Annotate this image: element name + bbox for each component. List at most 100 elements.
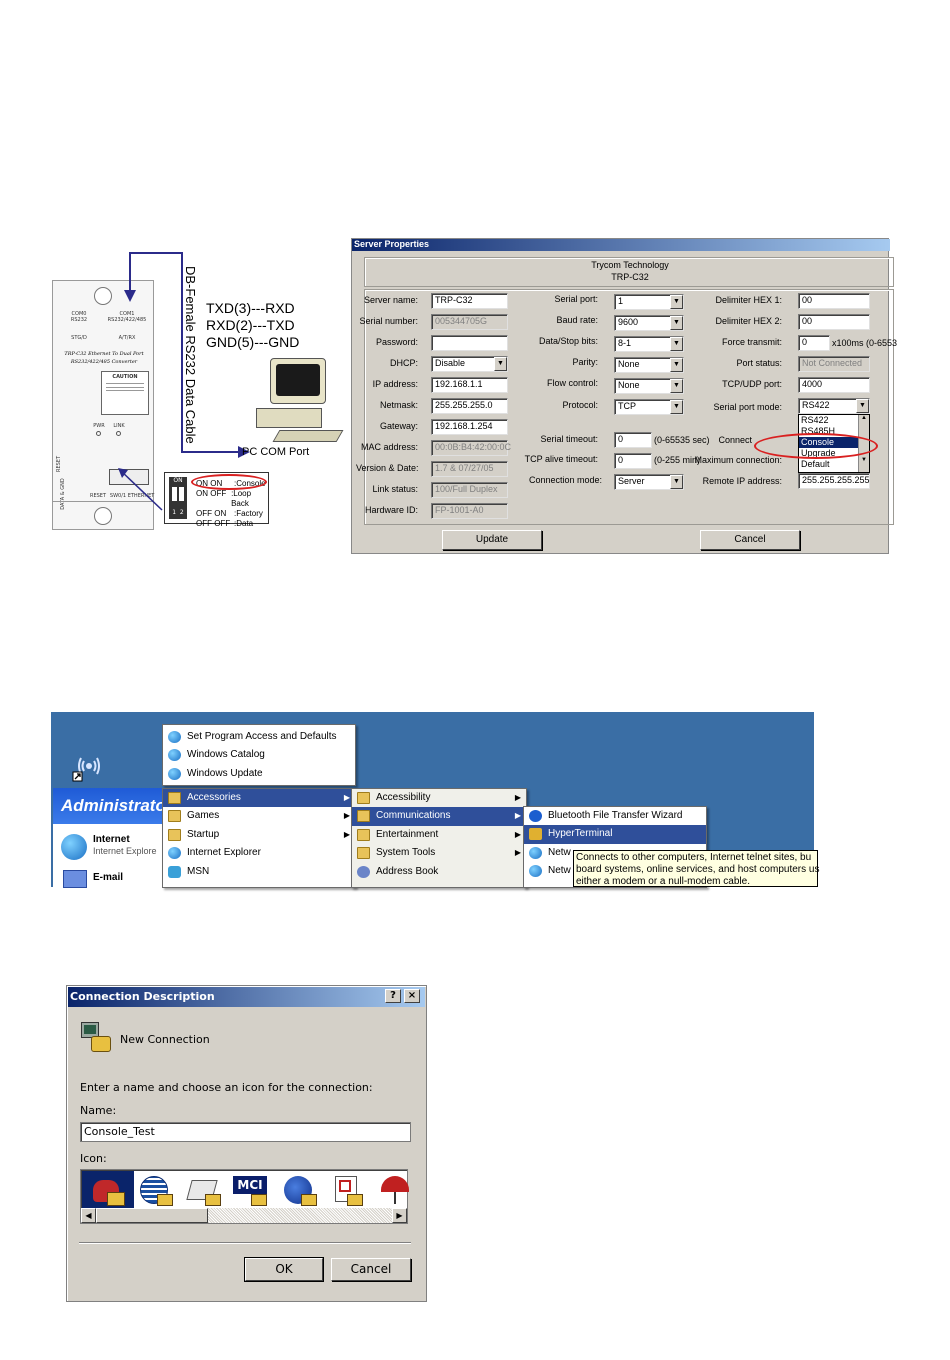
internet-explorer-icon[interactable] [61, 834, 87, 860]
icon-picker[interactable]: MCI ◀ ▶ [80, 1169, 409, 1224]
new-connection-heading: New Connection [120, 1033, 210, 1046]
menu-item-windows-catalog[interactable]: Windows Catalog [163, 746, 355, 764]
chevron-down-icon[interactable]: ▼ [670, 358, 683, 372]
menu-item-entertainment[interactable]: Entertainment▶ [352, 826, 526, 844]
chevron-down-icon[interactable]: ▼ [670, 475, 683, 489]
pinned-email-title[interactable]: E-mail [93, 872, 124, 883]
serial-timeout-unit: (0-65535 sec) [654, 435, 710, 445]
email-icon[interactable] [63, 870, 87, 888]
remote-ip-input[interactable]: 255.255.255.255 [798, 473, 870, 489]
menu-item-network-1[interactable]: Netw [524, 844, 706, 862]
ip-address-input[interactable]: 192.168.1.1 [431, 377, 508, 393]
ge-icon[interactable] [281, 1174, 319, 1208]
serial-port-label: Serial port: [554, 294, 598, 304]
scroll-down-icon[interactable]: ▼ [861, 457, 867, 463]
update-button[interactable]: Update [442, 530, 542, 550]
scroll-up-icon[interactable]: ▲ [861, 415, 867, 421]
chevron-down-icon[interactable]: ▼ [494, 357, 507, 371]
settings-group [364, 289, 894, 525]
chevron-down-icon[interactable]: ▼ [670, 316, 683, 330]
connection-mode-select[interactable]: Server▼ [614, 474, 684, 490]
netmask-input[interactable]: 255.255.255.0 [431, 398, 508, 414]
tcp-alive-timeout-input[interactable]: 0 [614, 453, 652, 469]
menu-item-accessibility[interactable]: Accessibility▶ [352, 789, 526, 807]
pin-row: TXD(3)---RXD [206, 300, 295, 316]
menu-item-accessories[interactable]: Accessories▶ [163, 789, 355, 808]
flow-control-select[interactable]: None▼ [614, 378, 684, 394]
icon-scrollbar[interactable]: ◀ ▶ [81, 1208, 407, 1223]
chevron-down-icon[interactable]: ▼ [670, 337, 683, 351]
cancel-button[interactable]: Cancel [331, 1258, 411, 1281]
switch-row: ON OFF:Loop Back [196, 489, 252, 508]
bluetooth-desktop-icon[interactable] [71, 754, 101, 782]
gateway-label: Gateway: [379, 421, 418, 431]
umbrella-icon[interactable] [377, 1174, 415, 1208]
internet-explorer-icon [168, 847, 181, 860]
document-icon[interactable] [329, 1174, 367, 1208]
serial-port-mode-select[interactable]: RS422▼ [798, 398, 870, 414]
tooltip-line: Connects to other computers, Internet te… [576, 852, 812, 863]
menu-item-games[interactable]: Games▶ [163, 807, 355, 825]
server-name-input[interactable]: TRP-C32 [431, 293, 508, 309]
chevron-down-icon[interactable]: ▼ [670, 400, 683, 414]
serial-port-mode-label: Serial port mode: [713, 402, 782, 412]
mode-option[interactable]: RS485H [801, 426, 836, 436]
connection-name-input[interactable]: Console_Test [80, 1122, 411, 1142]
mac-address-field: 00:0B:B4:42:00:0C [431, 440, 511, 456]
globe-icon[interactable] [137, 1174, 175, 1208]
password-input[interactable] [431, 335, 508, 351]
menu-item-program-access[interactable]: Set Program Access and Defaults [163, 728, 355, 746]
serial-port-select[interactable]: 1▼ [614, 294, 684, 310]
menu-item-address-book[interactable]: Address Book [352, 863, 526, 881]
baud-rate-select[interactable]: 9600▼ [614, 315, 684, 331]
chevron-down-icon[interactable]: ▼ [670, 295, 683, 309]
menu-item-network-2[interactable]: Netw [524, 862, 706, 880]
menu-item-windows-update[interactable]: Windows Update [163, 765, 355, 783]
scroll-thumb[interactable] [96, 1208, 208, 1223]
menu-item-internet-explorer[interactable]: Internet Explorer [163, 844, 355, 862]
chevron-right-icon: ▶ [514, 829, 521, 839]
force-transmit-input[interactable]: 0 [798, 335, 830, 351]
phone-icon[interactable] [89, 1174, 127, 1208]
server-properties-window: Server Properties Trycom Technology TRP-… [351, 238, 897, 554]
mode-option[interactable]: Default [801, 459, 830, 469]
tcp-udp-port-input[interactable]: 4000 [798, 377, 870, 393]
data-stop-bits-select[interactable]: 8-1▼ [614, 336, 684, 352]
chevron-down-icon[interactable]: ▼ [856, 399, 869, 413]
help-button[interactable]: ? [385, 989, 401, 1003]
dip-switch-small [109, 469, 149, 485]
gateway-input[interactable]: 192.168.1.254 [431, 419, 508, 435]
dhcp-select[interactable]: Disable▼ [431, 356, 508, 372]
menu-item-communications[interactable]: Communications▶ [352, 807, 526, 826]
menu-item-startup[interactable]: Startup▶ [163, 826, 355, 844]
delimiter-hex2-input[interactable]: 00 [798, 314, 870, 330]
menu-item-system-tools[interactable]: System Tools▶ [352, 844, 526, 862]
serial-number-field: 005344705G [431, 314, 508, 330]
ok-button[interactable]: OK [244, 1257, 324, 1282]
close-button[interactable]: × [404, 989, 420, 1003]
menu-item-hyperterminal[interactable]: HyperTerminal [524, 825, 706, 844]
pinned-internet-title[interactable]: Internet [93, 834, 130, 845]
chevron-down-icon[interactable]: ▼ [670, 379, 683, 393]
pc-com-port-label: PC COM Port [242, 446, 310, 458]
menu-item-bluetooth-wizard[interactable]: Bluetooth File Transfer Wizard [524, 807, 706, 825]
password-label: Password: [375, 337, 418, 347]
led1-label: STG/D [71, 335, 87, 341]
cancel-button[interactable]: Cancel [700, 530, 800, 550]
serial-timeout-input[interactable]: 0 [614, 432, 652, 448]
fax-icon[interactable] [185, 1174, 223, 1208]
mci-icon[interactable]: MCI [233, 1174, 271, 1208]
menu-item-msn[interactable]: MSN [163, 863, 355, 881]
protocol-select[interactable]: TCP▼ [614, 399, 684, 415]
scroll-right-icon[interactable]: ▶ [392, 1208, 407, 1223]
version-date-label: Version & Date: [356, 463, 419, 473]
mode-option[interactable]: RS422 [801, 415, 829, 425]
port-status-field: Not Connected [798, 356, 870, 372]
device-subtitle: RS232/422/485 Converter [70, 359, 138, 365]
parity-select[interactable]: None▼ [614, 357, 684, 373]
folder-icon [168, 792, 181, 804]
delimiter-hex1-input[interactable]: 00 [798, 293, 870, 309]
hyperterminal-icon [529, 828, 542, 841]
scroll-left-icon[interactable]: ◀ [81, 1208, 96, 1223]
folder-icon [357, 792, 370, 804]
